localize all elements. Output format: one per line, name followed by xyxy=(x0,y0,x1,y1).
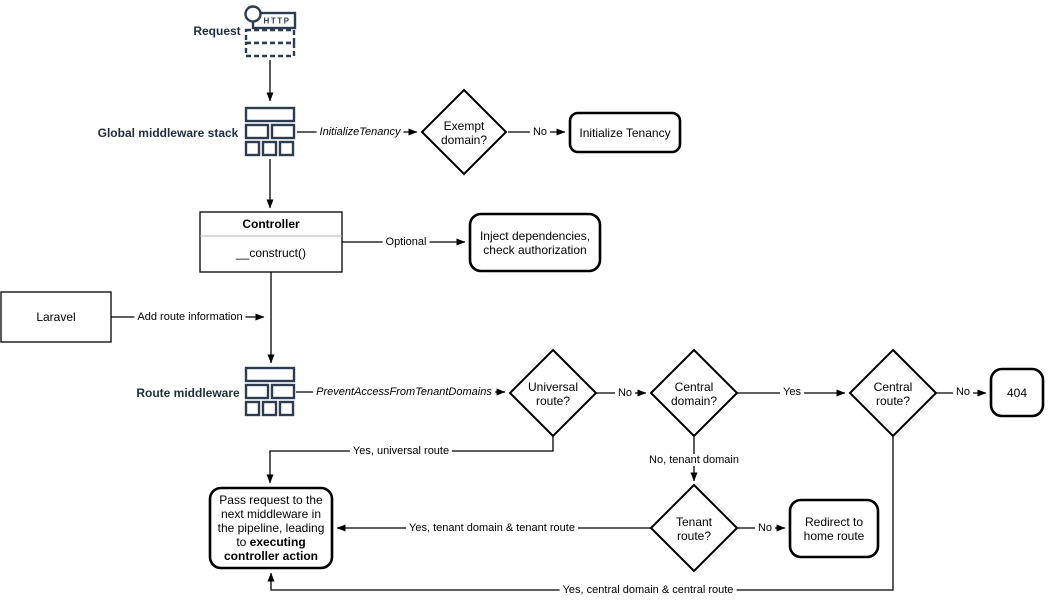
route-middleware-icon xyxy=(244,366,296,417)
exempt-domain-diamond xyxy=(420,88,508,176)
edge-label-central-route-no: No xyxy=(952,386,974,398)
http-request-icon-circle xyxy=(244,5,262,23)
route-middleware-label: Route middleware xyxy=(136,386,240,400)
tenant-route-diamond xyxy=(649,483,739,573)
edge-label-tenant-no: No xyxy=(754,522,776,534)
edge-label-prevent-access-middleware: PreventAccessFromTenantDomains xyxy=(313,386,495,398)
redirect-home-label: Redirect to home route xyxy=(803,515,865,543)
universal-route-diamond xyxy=(508,348,598,438)
edge-label-tenant-yes: Yes, tenant domain & tenant route xyxy=(406,522,578,534)
initialize-tenancy-label: Initialize Tenancy xyxy=(579,126,671,140)
edge-label-central-domain-yes: Yes xyxy=(780,386,804,398)
laravel-label: Laravel xyxy=(36,310,76,324)
request-label: Request xyxy=(193,24,241,38)
http-request-icon-body-bottom xyxy=(244,41,296,58)
http-request-icon xyxy=(244,5,297,58)
edge-label-central-domain-no: No, tenant domain xyxy=(646,454,742,466)
http-icon-label: HTTP xyxy=(263,16,291,26)
pass-request-text: Pass request to the next middleware in t… xyxy=(217,493,325,549)
laravel-box xyxy=(0,291,112,343)
edge-label-add-route-information: Add route information xyxy=(134,311,246,323)
central-domain-label: Central domain? xyxy=(670,380,718,408)
exempt-domain-label: Exempt domain? xyxy=(440,119,488,147)
controller-title: Controller xyxy=(242,217,300,231)
global-middleware-label: Global middleware stack xyxy=(97,126,239,140)
pass-request-label: Pass request to the next middleware in t… xyxy=(213,493,329,563)
initialize-tenancy-box xyxy=(568,111,682,154)
edge-label-universal-no: No xyxy=(614,387,636,399)
not-found-label: 404 xyxy=(1006,386,1028,400)
pass-request-box xyxy=(208,486,334,570)
edge-label-universal-yes: Yes, universal route xyxy=(349,445,453,457)
redirect-home-box xyxy=(788,498,880,559)
edge-label-exempt-no: No xyxy=(529,126,551,138)
global-middleware-stack-icon xyxy=(244,106,296,157)
central-domain-diamond xyxy=(649,348,739,438)
controller-box xyxy=(199,211,343,273)
central-route-diamond xyxy=(848,348,938,438)
pass-request-bold-text: executing controller action xyxy=(223,535,318,563)
edge-universal-yes-path xyxy=(266,436,554,484)
inject-dependencies-label: Inject dependencies, check authorization xyxy=(479,229,591,257)
inject-dependencies-box xyxy=(468,212,602,273)
edge-label-initialize-tenancy-middleware: InitializeTenancy xyxy=(316,126,404,138)
http-request-icon-body-top xyxy=(244,28,296,45)
universal-route-label: Universal route? xyxy=(527,380,578,408)
edge-label-central-route-yes: Yes, central domain & central route xyxy=(559,584,737,596)
controller-method: __construct() xyxy=(235,246,307,260)
tenant-route-label: Tenant route? xyxy=(675,515,713,543)
central-route-label: Central route? xyxy=(873,380,913,408)
not-found-box xyxy=(989,367,1045,418)
edge-label-optional: Optional xyxy=(382,236,430,248)
